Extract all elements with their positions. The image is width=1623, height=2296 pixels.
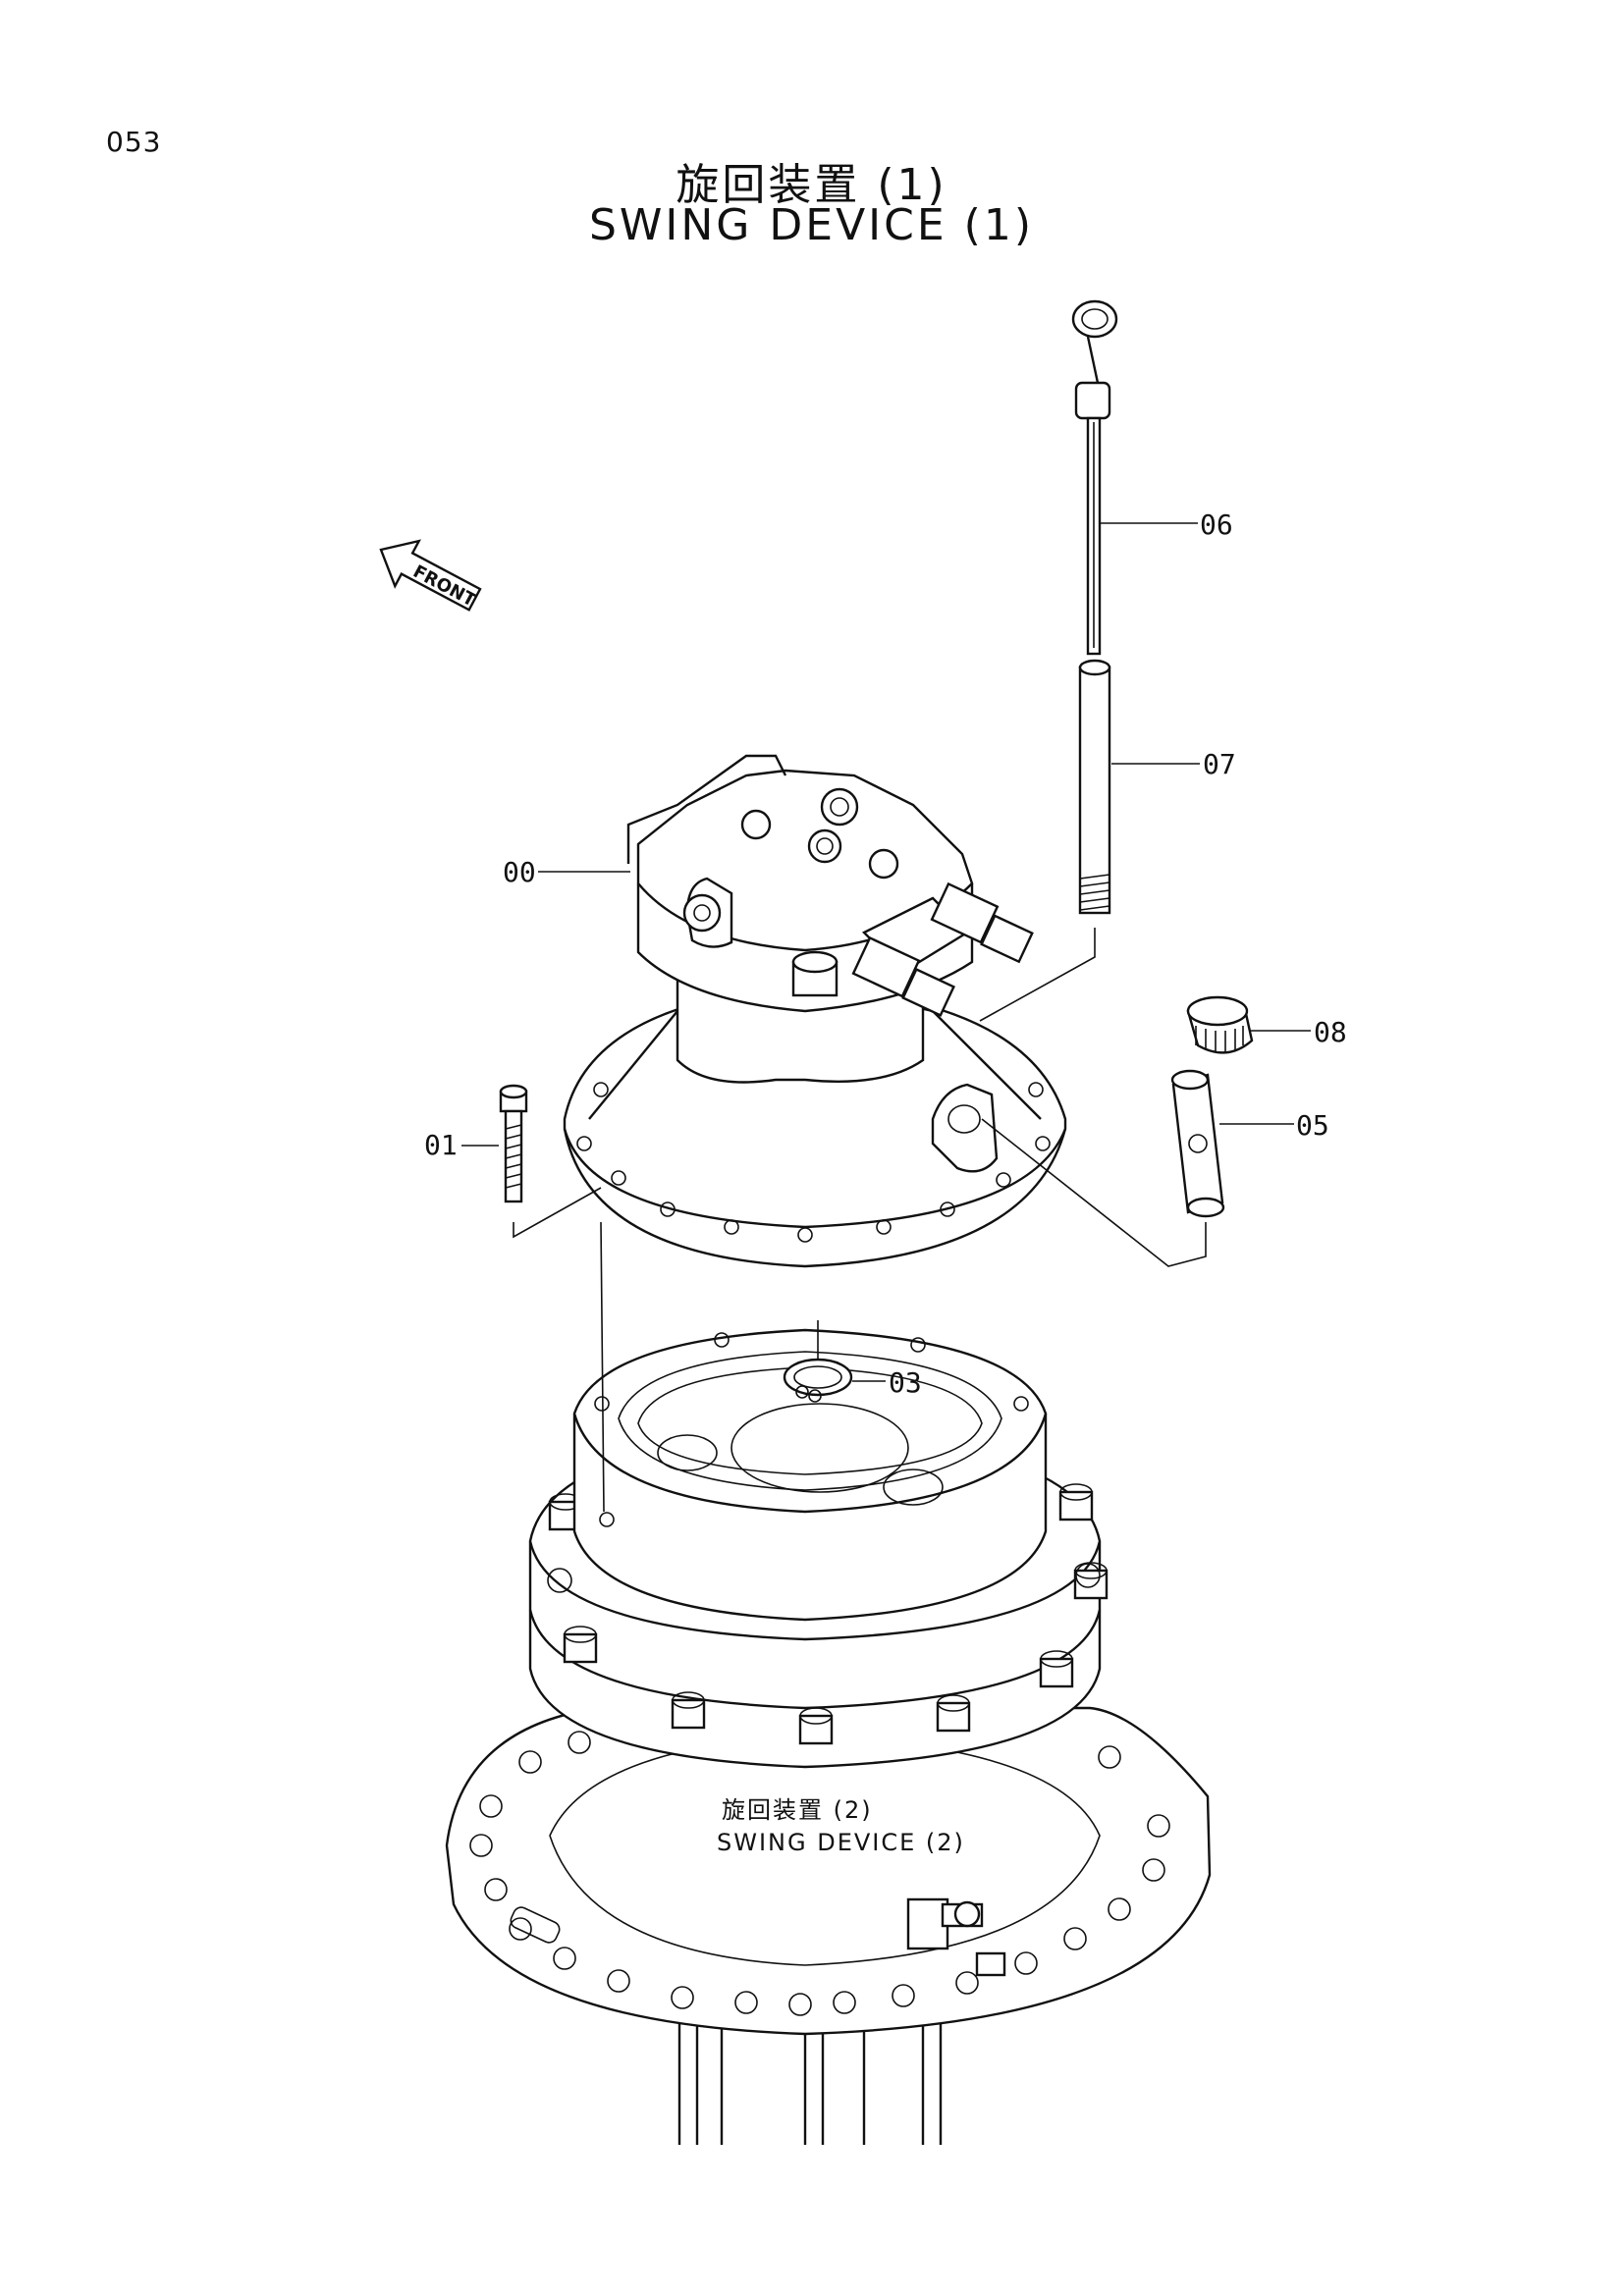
callout-06: 06	[1200, 508, 1233, 541]
cap-08-icon	[1186, 995, 1254, 1054]
page-number: 053	[106, 126, 162, 158]
swing-device-2-housing: 旋回装置 (2) SWING DEVICE (2)	[445, 1328, 1212, 2145]
callout-07: 07	[1203, 748, 1236, 780]
relief-valve-icon	[851, 881, 1034, 1017]
snap-ring-03-icon	[783, 1320, 853, 1403]
sub-assembly-label-en: SWING DEVICE (2)	[717, 1829, 965, 1856]
diagram-title-jp: 旋回装置 (1)	[676, 160, 947, 210]
callout-01: 01	[424, 1129, 458, 1161]
alignment-line	[600, 1221, 605, 1513]
dipstick-06-icon	[1071, 299, 1118, 656]
callout-03: 03	[889, 1366, 922, 1399]
guide-tube-07-icon	[1078, 659, 1111, 915]
diagram-title-en: SWING DEVICE (1)	[588, 200, 1034, 250]
callout-05: 05	[1296, 1109, 1329, 1142]
sub-assembly-label-jp: 旋回装置 (2)	[722, 1796, 873, 1824]
callout-08: 08	[1314, 1016, 1347, 1048]
callout-00: 00	[503, 856, 536, 888]
swing-motor-cover	[563, 754, 1067, 1268]
front-arrow-icon: FRONT	[379, 539, 482, 612]
drain-valve-icon	[906, 1897, 1006, 1977]
bolt-01-icon	[499, 1084, 528, 1203]
nipple-05-icon	[1170, 1069, 1225, 1218]
